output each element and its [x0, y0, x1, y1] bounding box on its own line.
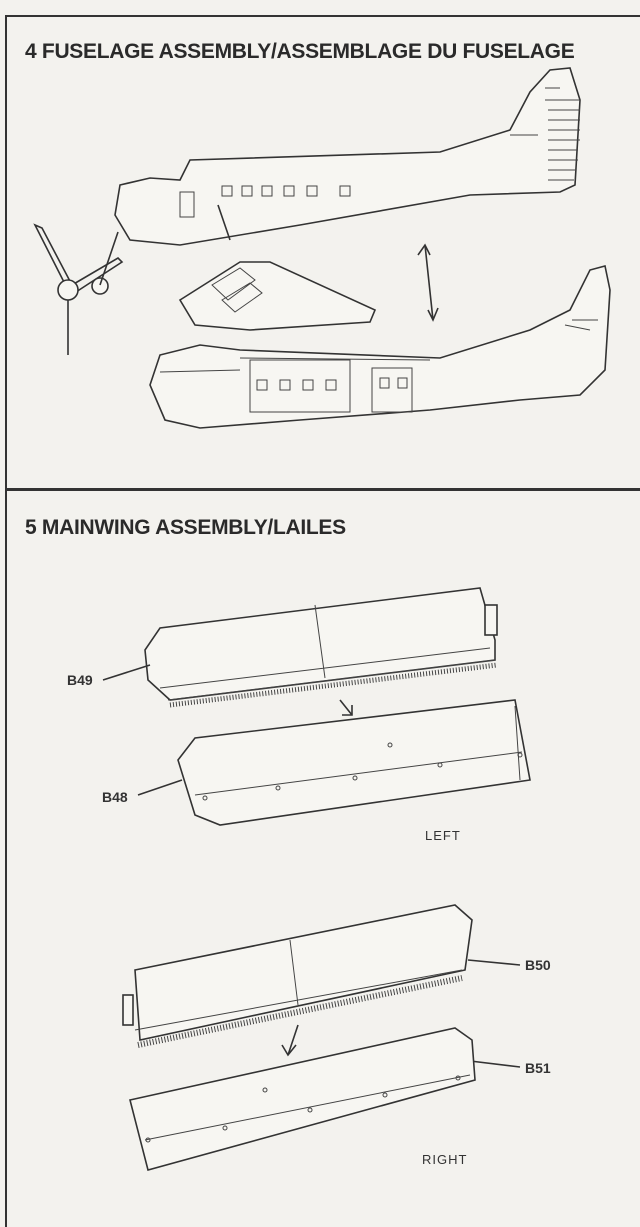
- wing-b48: [177, 699, 531, 826]
- arrow-left: [339, 699, 353, 716]
- cockpit-seats: [178, 261, 377, 331]
- left-wing-label: LEFT: [425, 828, 461, 843]
- arrow-right: [281, 1024, 299, 1057]
- part-label-b49: B49: [67, 672, 93, 688]
- step4-title: 4 FUSELAGE ASSEMBLY/ASSEMBLAGE DU FUSELA…: [25, 40, 575, 63]
- instruction-frame: [5, 15, 640, 1227]
- wing-b51: [129, 1027, 476, 1171]
- propeller: [33, 223, 124, 355]
- wing-b49: [144, 587, 498, 708]
- step5-title: 5 MAINWING ASSEMBLY/LAILES: [25, 516, 346, 539]
- join-arrow: [417, 243, 439, 322]
- guide-lines: [99, 204, 231, 286]
- fuselage-left-half: [114, 67, 581, 246]
- leader-lines: [102, 664, 521, 1068]
- part-label-b51: B51: [525, 1060, 551, 1076]
- part-label-b50: B50: [525, 957, 551, 973]
- part-label-b48: B48: [102, 789, 128, 805]
- section-divider: [5, 488, 640, 491]
- right-wing-label: RIGHT: [422, 1152, 468, 1167]
- wing-b50: [122, 904, 473, 1048]
- fuselage-right-half: [149, 265, 611, 429]
